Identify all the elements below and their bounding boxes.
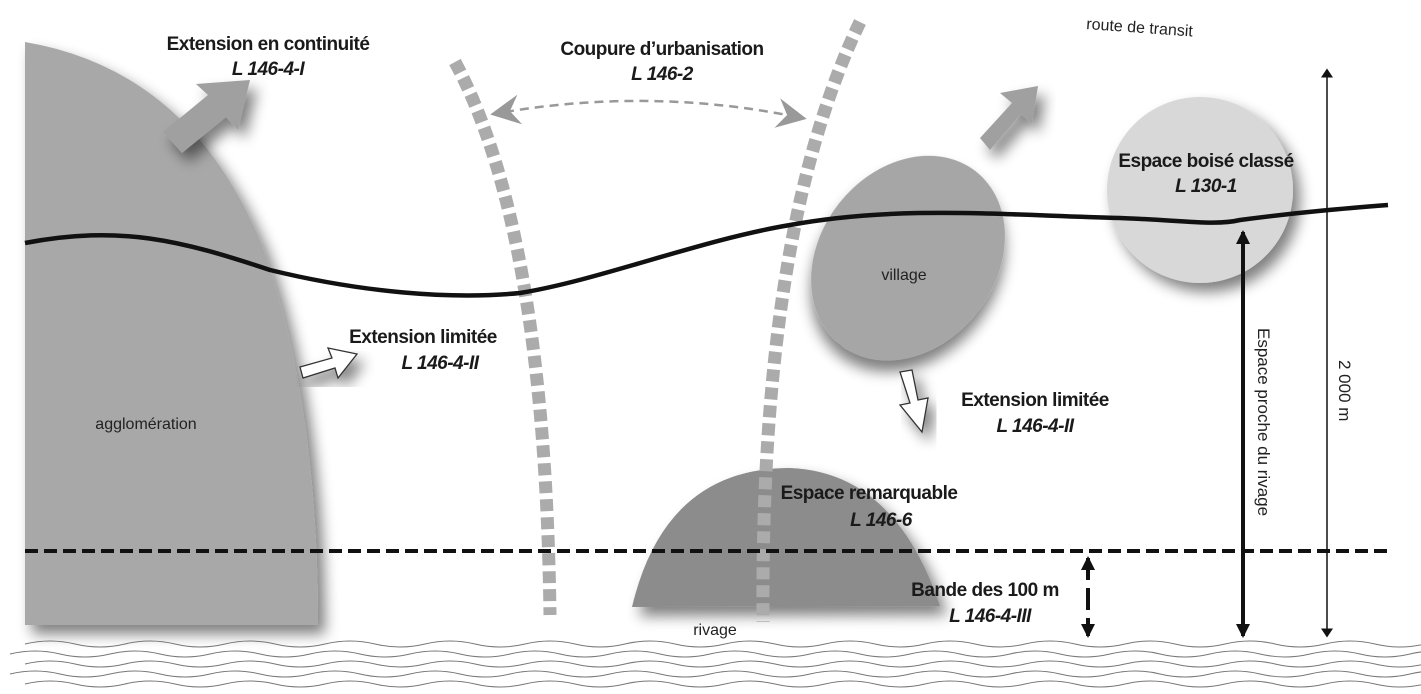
bande-100m-label: Bande des 100 m (911, 580, 1059, 601)
espace-boise-ref: L 130-1 (1175, 176, 1237, 197)
extension-continuite-label: Extension en continuité (167, 34, 370, 55)
extension-limitee-arrow-left (299, 347, 359, 380)
rivage-label: rivage (693, 622, 737, 639)
village-extension-arrow (980, 86, 1038, 150)
extension-limitee-right-ref: L 146-4-II (996, 416, 1074, 437)
extension-continuite-ref: L 146-4-I (232, 59, 305, 80)
distance-2000m-label: 2 000 m (1335, 360, 1354, 421)
village-label: village (881, 267, 926, 284)
coupure-boundary-left (449, 58, 557, 616)
extension-limitee-right-label: Extension limitée (961, 390, 1109, 411)
coupure-urbanisation-ref: L 146-2 (631, 64, 694, 85)
espace-proche-label: Espace proche du rivage (1254, 328, 1273, 516)
extension-limitee-left-ref: L 146-4-II (401, 353, 479, 374)
espace-remarquable-label: Espace remarquable (781, 483, 958, 504)
espace-remarquable-ref: L 146-6 (850, 510, 913, 531)
espace-boise-label: Espace boisé classé (1118, 151, 1293, 172)
extension-limitee-arrow-right (898, 369, 929, 434)
coupure-width-arrow (490, 94, 807, 128)
coupure-urbanisation-label: Coupure d’urbanisation (560, 39, 763, 60)
agglomeration-label: agglomération (95, 416, 196, 433)
bande-100m-ref: L 146-4-III (949, 606, 1032, 627)
coupure-boundary-right (756, 19, 866, 623)
sea-waves (9, 640, 1421, 688)
route-transit-label: route de transit (1086, 16, 1194, 40)
agglomeration-area (25, 42, 318, 625)
extension-continuite-arrow (163, 80, 250, 153)
extension-limitee-left-label: Extension limitée (349, 327, 497, 348)
route-transit-line (24, 202, 1389, 298)
village-area (811, 155, 1005, 361)
espace-remarquable-area (632, 468, 940, 607)
